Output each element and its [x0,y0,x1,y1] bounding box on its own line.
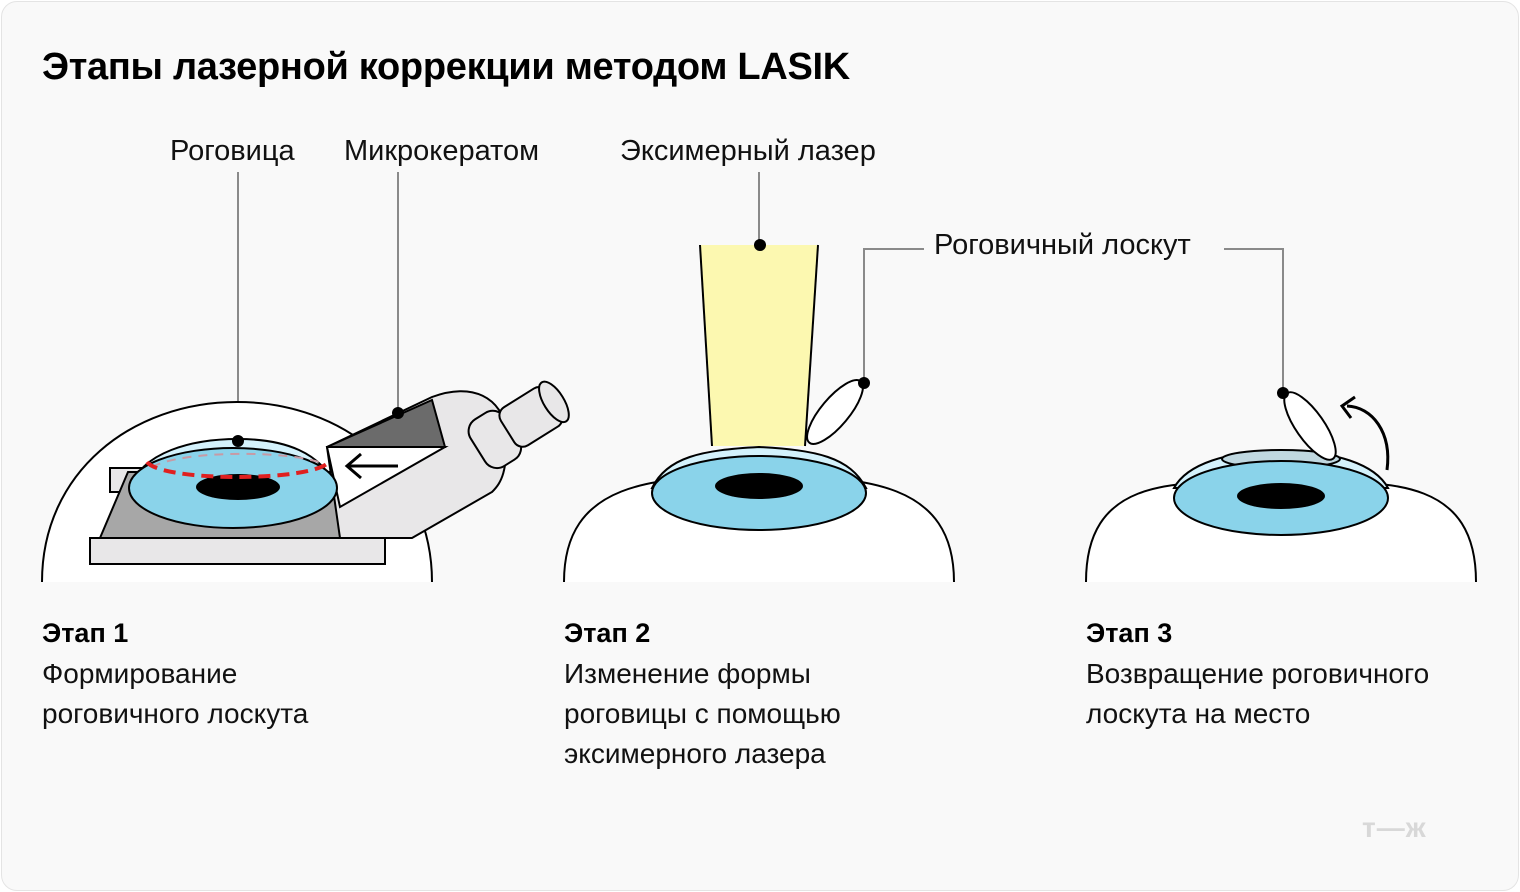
cut-line [145,460,331,479]
stage1-line1: Формирование [42,658,238,689]
curved-arrow-icon [1339,395,1390,471]
stage1-illustration [41,380,570,583]
label-excimer-laser: Эксимерный лазер [620,135,876,167]
marker-cornea [232,435,244,447]
pupil-2 [715,473,803,499]
stage1-description: Формирование роговичного лоскута [42,654,308,734]
base-plate [89,537,386,565]
microkeratome-blade [326,398,447,448]
page-title: Этапы лазерной коррекции методом LASIK [42,46,850,88]
brand-logo: т—ж [1362,812,1427,843]
stage3-heading: Этап 3 [1086,618,1173,648]
stage2-illustration [563,239,955,583]
laser-beam [700,245,818,446]
stage2-line1: Изменение формы [564,658,811,689]
stage2-description: Изменение формы роговицы с помощью эксим… [564,654,841,774]
stage3-description: Возвращение роговичного лоскута на место [1086,654,1429,734]
stage1-heading: Этап 1 [42,618,129,648]
marker-laser [754,239,766,251]
stage3-line1: Возвращение роговичного [1086,658,1430,689]
stage2-line3: эксимерного лазера [564,738,826,769]
stage3-illustration [1085,387,1477,583]
marker-microkeratome [392,407,404,419]
stage2-line2: роговицы с помощью [564,698,841,729]
pupil-3 [1237,483,1325,509]
stage2-heading: Этап 2 [564,618,651,648]
flap-dashed-top [151,452,325,468]
pupil-1 [196,474,280,500]
microkeratome-tube [467,380,570,470]
leader-lines [237,172,1284,439]
marker-flap-2 [858,377,870,389]
label-microkeratome: Микрокератом [344,135,540,167]
arrow-left-icon [344,452,398,480]
stage1-line2: роговичного лоскута [42,698,309,729]
marker-flap-3 [1277,387,1289,399]
label-cornea: Роговица [170,135,295,167]
stage3-line2: лоскута на место [1086,698,1311,729]
label-corneal-flap: Роговичный лоскут [934,229,1191,261]
